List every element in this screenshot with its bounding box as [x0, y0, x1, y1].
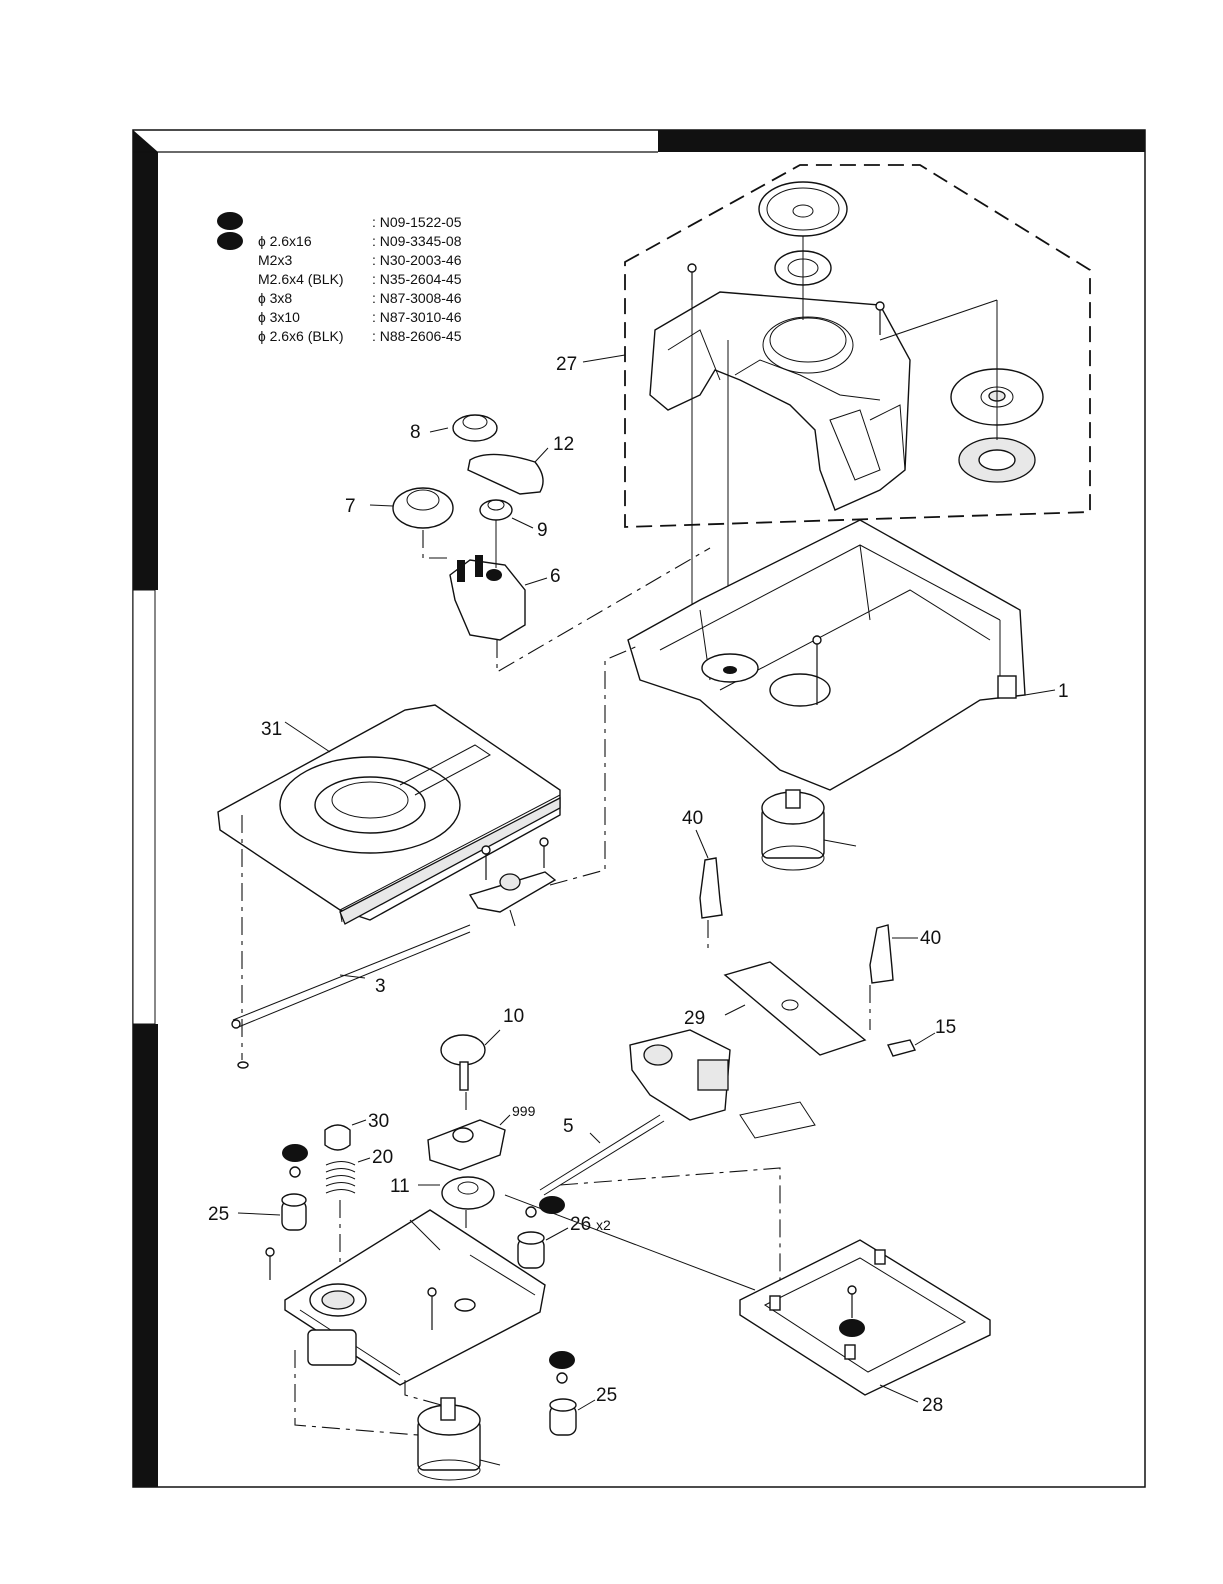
- spec-part-7: : N88-2606-45: [372, 328, 462, 344]
- callout-29: 29: [684, 1008, 705, 1029]
- callout-31: 31: [261, 719, 282, 740]
- callout-26-qty: x2: [596, 1217, 611, 1233]
- callout-10: 10: [503, 1006, 524, 1027]
- callout-25-right: 25: [596, 1385, 617, 1406]
- spec-part-5: : N87-3008-46: [372, 290, 462, 306]
- spec-size-6: ɸ 3x10: [258, 309, 300, 325]
- callout-40-top: 40: [682, 808, 703, 829]
- callout-7: 7: [345, 496, 356, 517]
- callout-28: 28: [922, 1395, 943, 1416]
- spec-size-5: ɸ 3x8: [258, 290, 292, 306]
- spec-size-4: M2.6x4 (BLK): [258, 271, 344, 287]
- callout-11: 11: [390, 1176, 410, 1197]
- screw-marker-b-icon: [217, 232, 243, 250]
- callout-6: 6: [550, 566, 561, 587]
- callout-5: 5: [563, 1116, 574, 1137]
- callout-27: 27: [556, 354, 577, 375]
- screw-spec-table: ɸ 2.6x16 M2x3 M2.6x4 (BLK) ɸ 3x8 ɸ 3x10 …: [217, 212, 462, 344]
- screw-marker-icon: [539, 1196, 565, 1214]
- spec-size-7: ɸ 2.6x6 (BLK): [258, 328, 344, 344]
- callout-999: 999: [512, 1103, 536, 1119]
- spec-part-1: : N09-1522-05: [372, 214, 462, 230]
- callout-1: 1: [1058, 681, 1069, 702]
- screw-marker-a-icon: [217, 212, 243, 230]
- base-plate: [266, 1210, 545, 1480]
- spec-part-2: : N09-3345-08: [372, 233, 462, 249]
- callout-9: 9: [537, 520, 548, 541]
- switch-board-assembly: [700, 858, 935, 1056]
- spec-part-6: : N87-3010-46: [372, 309, 462, 325]
- optical-pickup: [505, 1030, 815, 1300]
- callout-15: 15: [935, 1017, 956, 1038]
- screw-marker-icon: [549, 1351, 575, 1369]
- callout-30: 30: [368, 1111, 389, 1132]
- callout-26: 26: [570, 1214, 591, 1235]
- callout-8: 8: [410, 422, 421, 443]
- sub-frame: [740, 1240, 990, 1402]
- callout-12: 12: [553, 434, 574, 455]
- screw-marker-icon: [839, 1319, 865, 1337]
- callout-3: 3: [375, 976, 386, 997]
- callout-25-left: 25: [208, 1204, 229, 1225]
- callout-20: 20: [372, 1147, 393, 1168]
- spec-part-4: : N35-2604-45: [372, 271, 462, 287]
- spec-size-3: M2x3: [258, 252, 292, 268]
- screw-marker-icon: [282, 1144, 308, 1162]
- spec-size-2: ɸ 2.6x16: [258, 233, 312, 249]
- callout-40-right: 40: [920, 928, 941, 949]
- spindle-motor: [762, 790, 856, 870]
- spec-part-3: : N30-2003-46: [372, 252, 462, 268]
